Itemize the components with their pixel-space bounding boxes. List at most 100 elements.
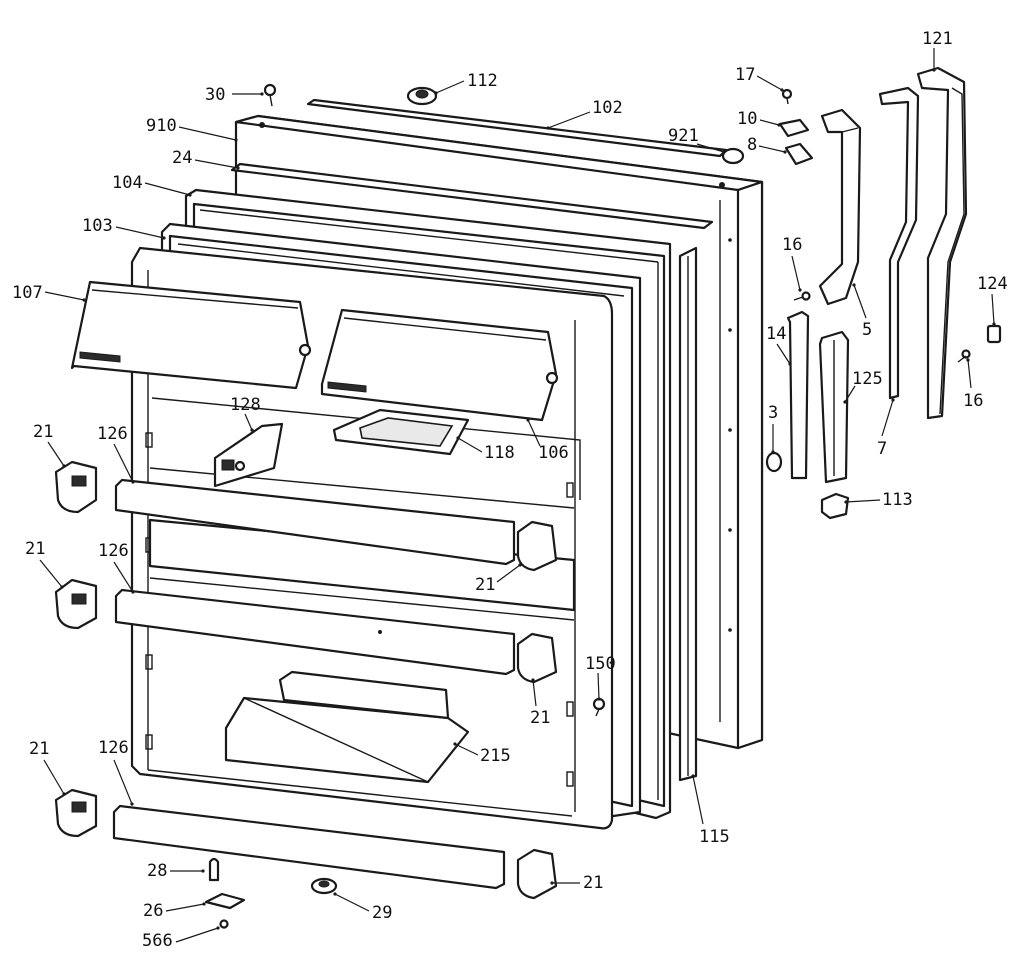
callout-leader xyxy=(175,927,219,943)
end-cap-right-middle xyxy=(516,632,558,684)
callout-arrow-tip xyxy=(932,68,936,72)
callout-label: 150 xyxy=(585,654,616,674)
callout-leader xyxy=(597,672,600,700)
callout-label: 14 xyxy=(766,324,786,344)
shelf-guard-upper xyxy=(114,478,516,566)
part-callouts: 3011210291024104103107921171081211651412… xyxy=(12,29,1008,951)
callout-arrow-tip xyxy=(456,436,460,440)
callout-arrow-tip xyxy=(966,358,970,362)
callout-c215: 215 xyxy=(453,742,511,766)
callout-label: 21 xyxy=(25,539,45,559)
callout-label: 921 xyxy=(668,126,699,146)
dairy-compartment-right xyxy=(320,308,559,422)
hinge-cover-5 xyxy=(818,108,862,306)
callout-arrow-tip xyxy=(843,400,847,404)
callout-c5: 5 xyxy=(852,283,872,340)
callout-leader xyxy=(43,759,65,795)
callout-label: 113 xyxy=(882,490,913,510)
callout-leader xyxy=(527,419,541,447)
callout-c21e: 21 xyxy=(29,739,66,796)
callout-arrow-tip xyxy=(216,926,220,930)
callout-c113: 113 xyxy=(844,490,913,510)
callout-c10: 10 xyxy=(737,109,781,129)
callout-label: 126 xyxy=(97,424,128,444)
button-plug-921 xyxy=(721,147,745,165)
callout-label: 10 xyxy=(737,109,757,129)
callout-c128: 128 xyxy=(230,395,261,432)
shelf-guard-middle xyxy=(114,588,516,676)
callout-leader xyxy=(692,775,704,825)
mullion-strip xyxy=(230,162,714,230)
callout-c150: 150 xyxy=(585,654,616,701)
callout-leader xyxy=(113,561,134,593)
callout-leader xyxy=(845,499,881,503)
callout-c118: 118 xyxy=(456,436,515,463)
callout-c21a: 21 xyxy=(33,422,66,468)
callout-c30: 30 xyxy=(205,85,264,105)
callout-c126b: 126 xyxy=(98,541,135,594)
callout-leader xyxy=(791,255,801,291)
callout-leader xyxy=(113,759,133,805)
callout-c14: 14 xyxy=(766,324,792,366)
callout-leader xyxy=(165,903,205,912)
callout-arrow-tip xyxy=(62,464,66,468)
callout-label: 118 xyxy=(484,443,515,463)
callout-arrow-tip xyxy=(131,590,135,594)
callout-label: 28 xyxy=(147,861,167,881)
callout-label: 128 xyxy=(230,395,261,415)
callout-c21b: 21 xyxy=(475,563,522,595)
callout-label: 566 xyxy=(142,931,173,951)
callout-label: 910 xyxy=(146,116,177,136)
callout-arrow-tip xyxy=(783,150,787,154)
plug-112 xyxy=(406,86,438,106)
callout-arrow-tip xyxy=(236,166,240,170)
callout-arrow-tip xyxy=(546,126,550,130)
callout-arrow-tip xyxy=(234,138,238,142)
callout-c910: 910 xyxy=(146,116,238,142)
egg-tray xyxy=(332,408,470,456)
callout-leader xyxy=(696,143,725,153)
screw-566 xyxy=(219,919,229,929)
callout-label: 21 xyxy=(583,873,603,893)
callout-arrow-tip xyxy=(201,869,205,873)
callout-label: 7 xyxy=(877,439,887,459)
pin-28 xyxy=(208,857,220,882)
end-cap-right-upper xyxy=(516,520,558,572)
block-113 xyxy=(820,492,850,520)
callout-label: 115 xyxy=(699,827,730,847)
callout-leader xyxy=(44,291,85,301)
bracket-8 xyxy=(784,142,814,166)
callout-leader xyxy=(756,75,783,91)
callout-leader xyxy=(194,159,239,169)
callout-c124: 124 xyxy=(977,274,1008,326)
callout-label: 16 xyxy=(963,391,983,411)
callout-c115: 115 xyxy=(691,774,730,847)
callout-label: 107 xyxy=(12,283,43,303)
callout-arrow-tip xyxy=(526,418,530,422)
callout-label: 16 xyxy=(782,235,802,255)
callout-leader xyxy=(144,182,191,196)
callout-leader xyxy=(759,119,780,126)
callout-c24: 24 xyxy=(172,148,240,170)
hinge-arm-121 xyxy=(916,66,968,420)
callout-arrow-tip xyxy=(130,802,134,806)
callout-label: 5 xyxy=(862,320,872,340)
callout-leader xyxy=(113,443,134,483)
bottle-bin xyxy=(224,670,470,784)
callout-c29: 29 xyxy=(333,892,392,923)
shelf-guard-lower xyxy=(112,804,506,890)
callout-c7: 7 xyxy=(877,398,895,459)
dairy-compartment-left xyxy=(70,280,312,390)
callout-c16a: 16 xyxy=(782,235,802,292)
callout-leader xyxy=(496,564,521,583)
callout-arrow-tip xyxy=(844,500,848,504)
callout-arrow-tip xyxy=(453,742,457,746)
callout-leader xyxy=(457,437,483,453)
callout-arrow-tip xyxy=(518,563,522,567)
trim-14 xyxy=(786,310,810,480)
end-cap-left-lower xyxy=(54,788,98,838)
callout-label: 106 xyxy=(538,443,569,463)
bracket-10 xyxy=(778,118,810,138)
clip-124 xyxy=(986,324,1002,344)
callout-arrow-tip xyxy=(260,92,264,96)
